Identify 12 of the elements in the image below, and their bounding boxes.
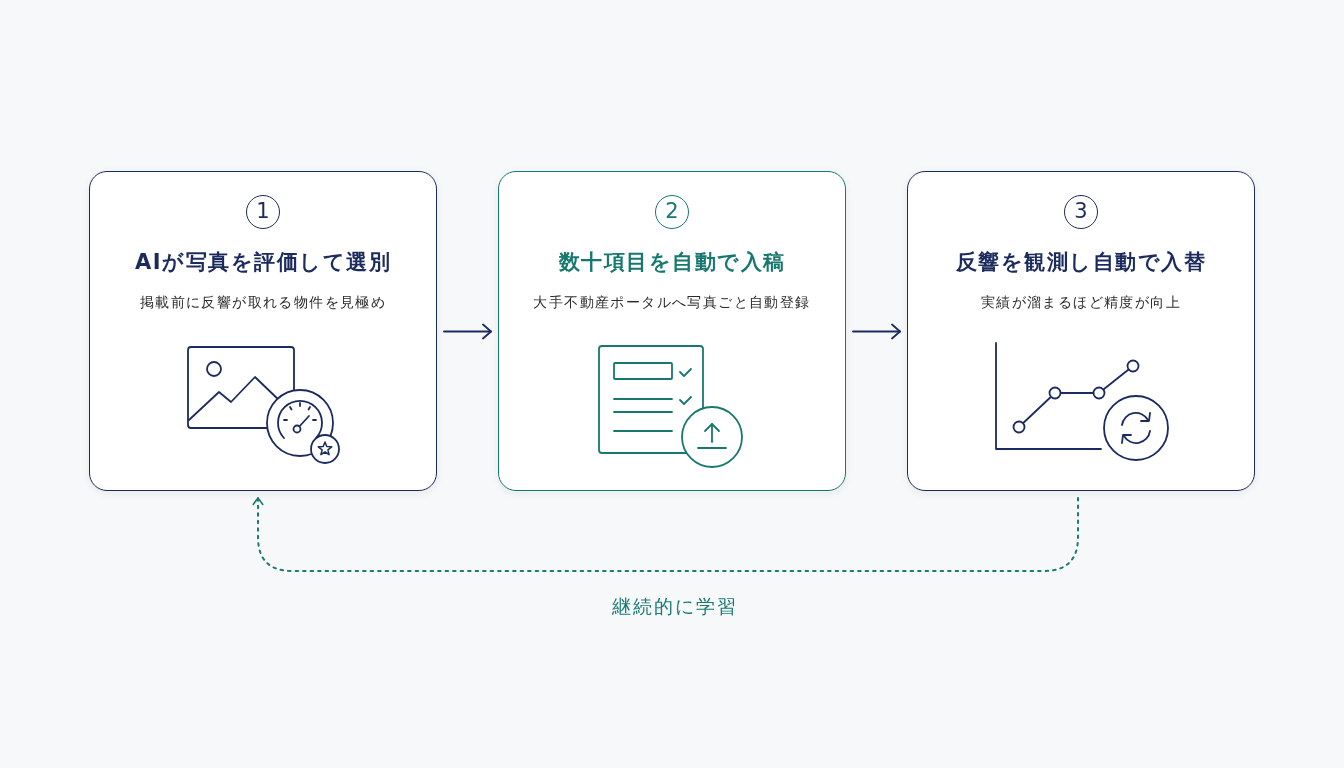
step-title: 数十項目を自動で入稿 [558, 249, 786, 275]
step-description: 掲載前に反響が取れる物件を見極め [139, 293, 387, 311]
step-description: 大手不動産ポータルへ写真ごと自動登録 [533, 293, 811, 311]
step-title: 反響を観測し自動で入替 [955, 249, 1207, 275]
arrow [852, 323, 901, 340]
step-card [89, 171, 437, 491]
step-card [907, 171, 1255, 491]
step-title: AIが写真を評価して選別 [134, 249, 392, 275]
step-description: 実績が溜まるほど精度が向上 [980, 293, 1182, 311]
dashed-arrow [252, 497, 1079, 572]
step-card [498, 171, 846, 491]
arrow [443, 323, 492, 340]
